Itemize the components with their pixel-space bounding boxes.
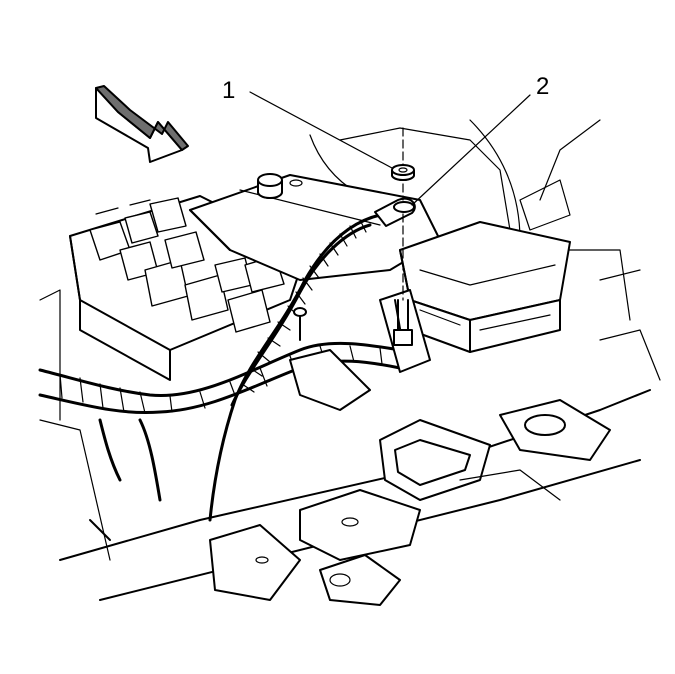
front-direction-arrow-icon [95, 85, 189, 163]
junction-box [399, 221, 571, 353]
relay-fuse-block [69, 195, 301, 381]
battery-cable [208, 197, 416, 522]
wiring-harness [38, 341, 402, 502]
fastener-exploded-view [391, 127, 415, 346]
lower-body-structure [39, 289, 661, 606]
callout-2-label: 2 [536, 73, 549, 100]
callout-leaders [249, 91, 531, 206]
callout-1-label: 1 [222, 77, 235, 104]
